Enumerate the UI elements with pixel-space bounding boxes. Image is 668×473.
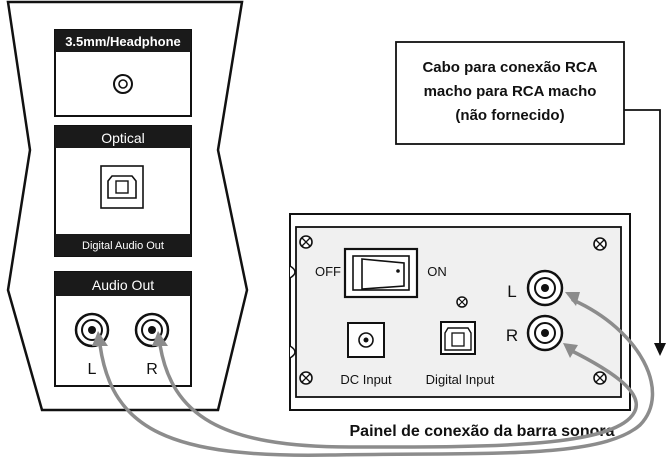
cable-arrow-source-right-icon <box>152 331 168 346</box>
soundbar-panel-caption: Painel de conexão da barra sonora <box>350 423 615 440</box>
switch-on-label: ON <box>427 264 447 279</box>
callout-arrow-icon <box>654 343 666 356</box>
screw-center-icon <box>456 296 468 308</box>
cable-arrow-panel-left-icon <box>565 292 580 306</box>
panel-right-label: R <box>506 326 518 345</box>
screw-top-left-icon <box>299 235 313 249</box>
source-right-label: R <box>146 361 158 378</box>
dc-input-label: DC Input <box>340 372 392 387</box>
rca-cable-right <box>158 343 638 449</box>
audio-out-label: Audio Out <box>92 277 154 293</box>
audio-out-block: Audio Out L R <box>54 271 192 387</box>
optical-label: Optical <box>101 130 145 146</box>
power-switch-icon <box>343 247 419 299</box>
panel-left-label: L <box>507 282 516 301</box>
screw-bottom-right-icon <box>593 371 607 385</box>
source-device: 3.5mm/Headphone Optical Digital Audio Ou… <box>6 0 249 412</box>
callout-line-2: macho para RCA macho <box>424 83 597 100</box>
callout-line-1: Cabo para conexão RCA <box>422 59 597 76</box>
cable-arrow-source-left-icon <box>92 331 108 346</box>
source-left-label: L <box>88 361 97 378</box>
headphone-label: 3.5mm/Headphone <box>65 34 181 49</box>
panel-rca-left-icon <box>526 269 564 307</box>
digital-audio-out-label: Digital Audio Out <box>82 240 164 252</box>
optical-port-icon <box>100 165 144 209</box>
screw-top-right-icon <box>593 237 607 251</box>
cable-arrowheads <box>92 292 580 358</box>
callout-line-3: (não fornecido) <box>455 107 564 124</box>
headphone-port-block: 3.5mm/Headphone <box>54 29 192 117</box>
cable-arrow-panel-right-icon <box>563 343 578 358</box>
soundbar-panel: OFF ON DC Input Digital Input L <box>289 213 631 411</box>
digital-input-label: Digital Input <box>426 372 495 387</box>
panel-rca-right-icon <box>526 314 564 352</box>
digital-input-port-icon <box>440 321 476 355</box>
cable-callout: Cabo para conexão RCA macho para RCA mac… <box>395 41 666 356</box>
headphone-jack-icon <box>113 74 133 94</box>
rca-cables <box>98 298 655 457</box>
optical-port-block: Optical Digital Audio Out <box>54 125 192 257</box>
dc-input-port-icon <box>347 322 385 358</box>
rca-cable-left <box>98 298 655 457</box>
callout-pointer-line <box>624 109 661 345</box>
screw-bottom-left-icon <box>299 371 313 385</box>
switch-off-label: OFF <box>315 264 341 279</box>
